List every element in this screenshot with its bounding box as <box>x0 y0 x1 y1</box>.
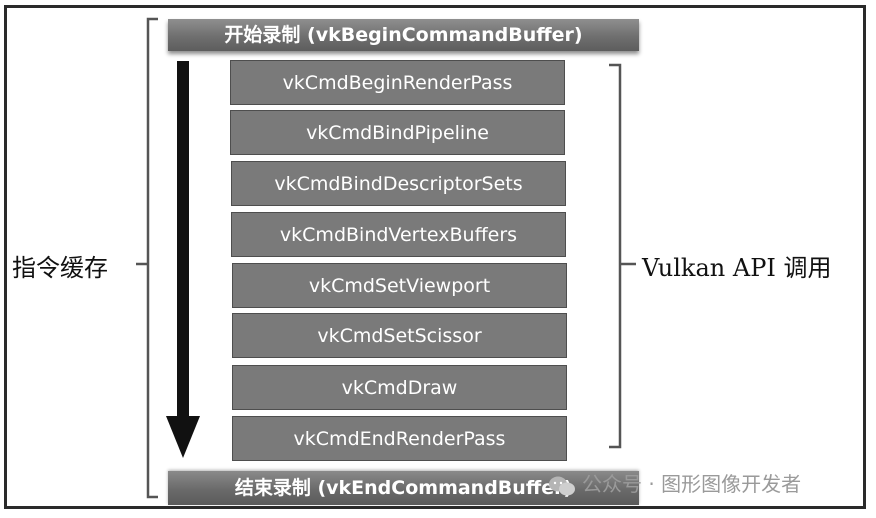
watermark: 公众号 · 图形图像开发者 <box>548 470 801 498</box>
cmd-begin-render-pass: vkCmdBeginRenderPass <box>230 60 565 105</box>
watermark-text: 公众号 · 图形图像开发者 <box>582 472 802 496</box>
command-buffer-label: 指令缓存 <box>12 254 108 282</box>
right-bracket <box>609 63 636 449</box>
left-bracket <box>136 17 158 499</box>
cmd-bind-descriptor-sets: vkCmdBindDescriptorSets <box>231 161 566 206</box>
cmd-set-scissor: vkCmdSetScissor <box>232 313 567 358</box>
arrow-head <box>166 416 200 458</box>
cmd-end-render-pass: vkCmdEndRenderPass <box>232 416 567 461</box>
wechat-icon <box>549 476 575 495</box>
vulkan-api-calls-label: Vulkan API 调用 <box>642 254 832 282</box>
cmd-draw: vkCmdDraw <box>232 365 567 410</box>
begin-recording-bar: 开始录制 (vkBeginCommandBuffer) <box>168 19 639 51</box>
cmd-set-viewport: vkCmdSetViewport <box>232 263 567 308</box>
cmd-bind-pipeline: vkCmdBindPipeline <box>230 110 565 155</box>
cmd-bind-vertex-buffers: vkCmdBindVertexBuffers <box>231 212 566 257</box>
arrow-shaft <box>177 61 189 418</box>
